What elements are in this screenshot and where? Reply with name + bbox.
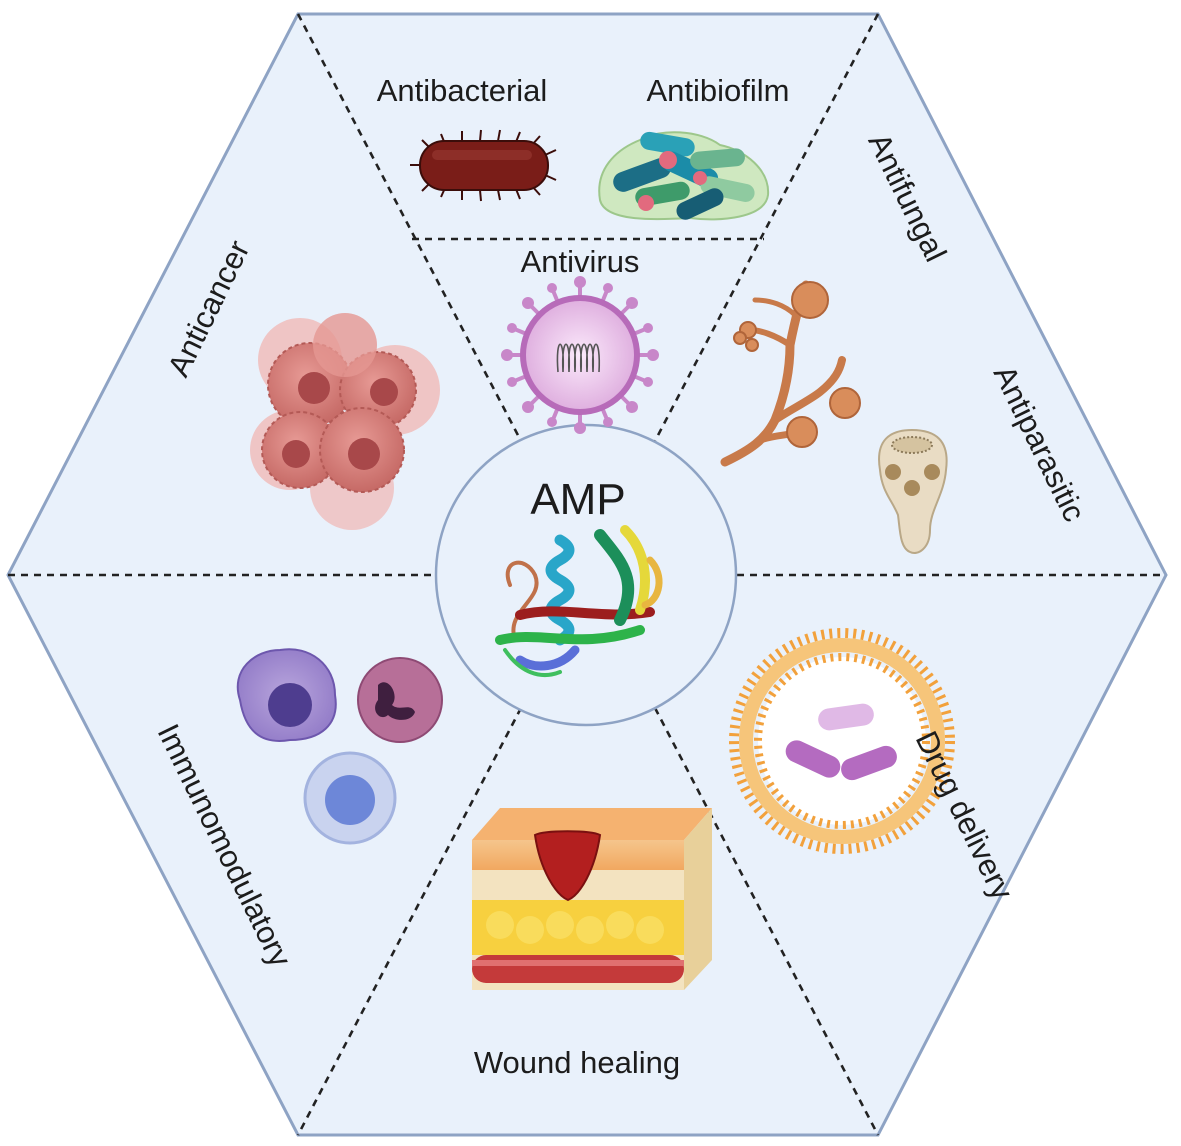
segment-dividers xyxy=(8,13,1166,1136)
biofilm-icon xyxy=(598,131,770,221)
label-wound-healing: Wound healing xyxy=(474,1045,680,1080)
label-antibacterial: Antibacterial xyxy=(377,73,548,108)
label-antivirus: Antivirus xyxy=(521,244,640,279)
amp-label: AMP xyxy=(530,475,625,524)
amp-center-circle xyxy=(434,423,738,727)
wound-skin-icon xyxy=(472,808,712,990)
bacterium-icon xyxy=(410,129,557,202)
protein-structure-icon xyxy=(495,525,663,677)
fungus-icon xyxy=(720,280,861,467)
virus-icon xyxy=(501,276,659,434)
label-antibiofilm: Antibiofilm xyxy=(647,73,790,108)
parasite-icon xyxy=(878,428,948,554)
immune-cells-icon xyxy=(236,648,443,845)
liposome-icon xyxy=(729,628,955,854)
cancer-cells-icon xyxy=(250,313,440,530)
